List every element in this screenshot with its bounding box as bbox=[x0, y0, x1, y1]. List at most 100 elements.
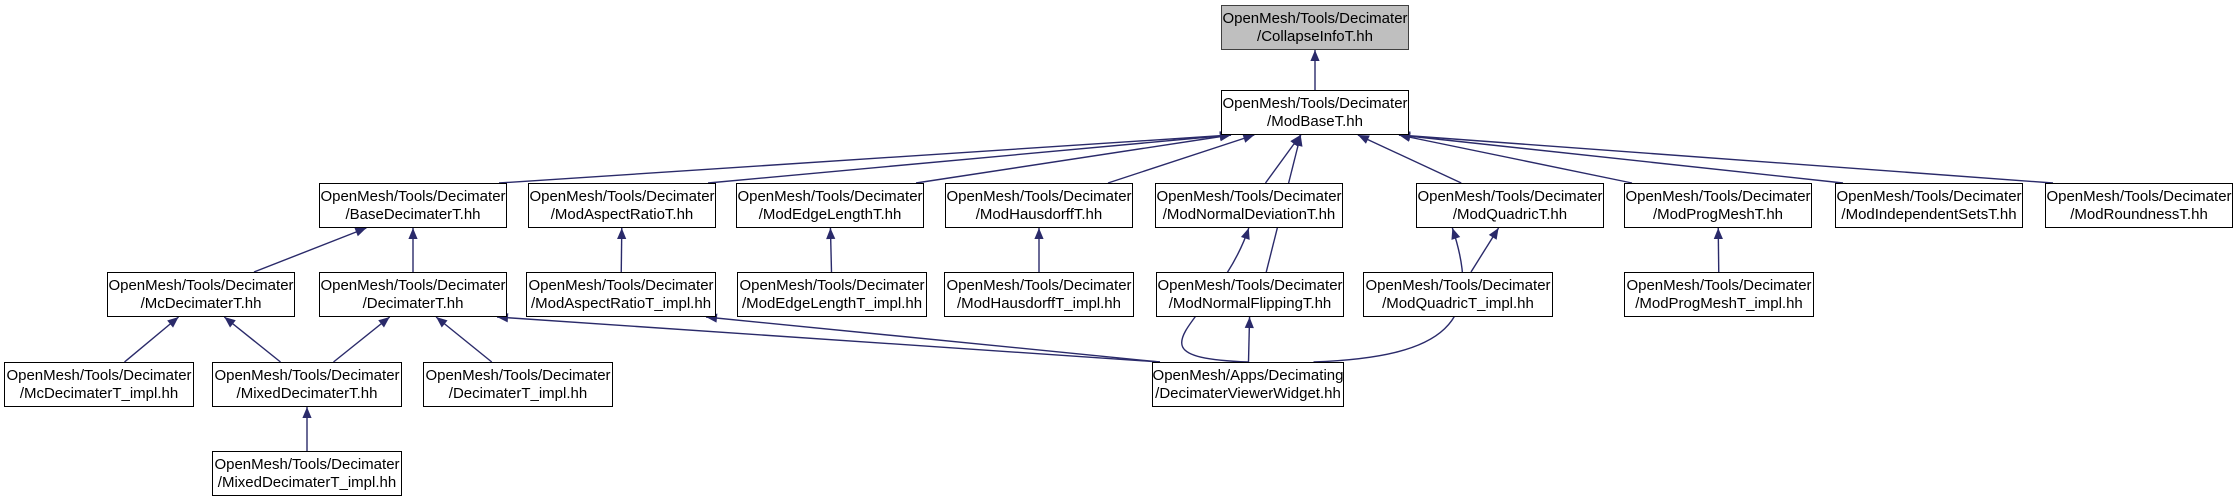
edge-arrowhead bbox=[1034, 228, 1044, 239]
edge-line bbox=[1398, 134, 1633, 184]
graph-node-mixeddecimatert[interactable]: OpenMesh/Tools/Decimater/MixedDecimaterT… bbox=[212, 362, 402, 407]
edge-modquadrict_impl-to-modquadrict bbox=[1470, 227, 1500, 273]
edge-modhausdorfft_impl-to-modhausdorfft bbox=[1034, 228, 1044, 272]
edge-line bbox=[1398, 134, 2054, 184]
graph-node-modhausdorfft[interactable]: OpenMesh/Tools/Decimater/ModHausdorffT.h… bbox=[945, 183, 1133, 228]
edge-arrowhead bbox=[436, 317, 448, 328]
graph-node-modaspectratiot[interactable]: OpenMesh/Tools/Decimater/ModAspectRatioT… bbox=[528, 183, 716, 228]
edge-modquadrict-to-modbaset bbox=[1357, 134, 1462, 184]
graph-node-modaspectratiot_impl[interactable]: OpenMesh/Tools/Decimater/ModAspectRatioT… bbox=[526, 272, 716, 317]
edge-line bbox=[223, 316, 281, 363]
node-label-line1: OpenMesh/Tools/Decimater bbox=[1365, 276, 1551, 294]
edge-arrowhead bbox=[1244, 317, 1254, 329]
edge-line bbox=[707, 134, 1232, 184]
edge-line bbox=[1357, 134, 1462, 184]
graph-node-modprogmesht[interactable]: OpenMesh/Tools/Decimater/ModProgMeshT.hh bbox=[1624, 183, 1812, 228]
edge-modedgelengtht_impl-to-modedgelengtht bbox=[826, 227, 836, 273]
graph-node-modedgelengtht_impl[interactable]: OpenMesh/Tools/Decimater/ModEdgeLengthT_… bbox=[737, 272, 927, 317]
node-label-line1: OpenMesh/Tools/Decimater bbox=[1156, 187, 1342, 205]
edge-modaspectratiot_impl-to-modaspectratiot bbox=[617, 227, 627, 273]
node-label-line2: /ModIndependentSetsT.hh bbox=[1841, 205, 2017, 223]
edge-line bbox=[333, 316, 391, 363]
node-label-line2: /ModRoundnessT.hh bbox=[2070, 205, 2208, 223]
edge-arrowhead bbox=[617, 228, 627, 240]
node-label-line1: OpenMesh/Tools/Decimater bbox=[1222, 94, 1408, 112]
node-label-line2: /DecimaterViewerWidget.hh bbox=[1155, 384, 1341, 402]
edge-arrowhead bbox=[354, 227, 367, 237]
edge-line bbox=[435, 316, 493, 363]
edge-line bbox=[496, 316, 1161, 363]
edge-line bbox=[253, 227, 367, 273]
edge-arrowhead bbox=[1310, 50, 1320, 61]
node-label-line2: /ModProgMeshT.hh bbox=[1652, 205, 1784, 223]
node-label-line2: /DecimaterT_impl.hh bbox=[448, 384, 588, 402]
edge-arrowhead bbox=[1451, 228, 1461, 240]
edge-modprogmesht-to-modbaset bbox=[1398, 132, 1633, 184]
graph-node-modnormalflippingt[interactable]: OpenMesh/Tools/Decimater/ModNormalFlippi… bbox=[1156, 272, 1344, 317]
edge-modprogmesht_impl-to-modprogmesht bbox=[1713, 227, 1723, 273]
edge-line bbox=[1264, 134, 1302, 184]
graph-node-basedecimatert[interactable]: OpenMesh/Tools/Decimater/BaseDecimaterT.… bbox=[319, 183, 507, 228]
edge-arrowhead bbox=[167, 317, 179, 328]
graph-node-modedgelengtht[interactable]: OpenMesh/Tools/Decimater/ModEdgeLengthT.… bbox=[736, 183, 924, 228]
node-label-line1: OpenMesh/Tools/Decimater bbox=[737, 187, 923, 205]
node-label-line2: /ModNormalDeviationT.hh bbox=[1162, 205, 1336, 223]
graph-node-modroundnesst[interactable]: OpenMesh/Tools/Decimater/ModRoundnessT.h… bbox=[2045, 183, 2233, 228]
edge-mcdecimatert-to-basedecimatert bbox=[253, 227, 367, 273]
edge-line bbox=[1247, 316, 1251, 363]
edge-line bbox=[915, 134, 1232, 184]
edge-arrowhead bbox=[408, 228, 418, 239]
edge-modedgelengtht-to-modbaset bbox=[915, 132, 1232, 184]
node-label-line1: OpenMesh/Tools/Decimater bbox=[320, 187, 506, 205]
edge-line bbox=[620, 227, 623, 273]
node-label-line1: OpenMesh/Tools/Decimater bbox=[946, 276, 1132, 294]
node-label-line1: OpenMesh/Apps/Decimating bbox=[1152, 366, 1344, 384]
edge-arrowhead bbox=[1242, 134, 1255, 143]
graph-node-modquadrict_impl[interactable]: OpenMesh/Tools/Decimater/ModQuadricT_imp… bbox=[1363, 272, 1553, 317]
graph-node-collapseinfot[interactable]: OpenMesh/Tools/Decimater/CollapseInfoT.h… bbox=[1221, 5, 1409, 50]
edge-modhausdorfft-to-modbaset bbox=[1107, 134, 1255, 184]
node-label-line1: OpenMesh/Tools/Decimater bbox=[946, 187, 1132, 205]
node-label-line2: /ModHausdorffT_impl.hh bbox=[957, 294, 1121, 312]
node-label-line1: OpenMesh/Tools/Decimater bbox=[425, 366, 611, 384]
edge-arrowhead bbox=[1240, 228, 1250, 240]
graph-node-decimatert_impl[interactable]: OpenMesh/Tools/Decimater/DecimaterT_impl… bbox=[423, 362, 613, 407]
graph-node-modprogmesht_impl[interactable]: OpenMesh/Tools/Decimater/ModProgMeshT_im… bbox=[1624, 272, 1814, 317]
node-label-line2: /ModQuadricT_impl.hh bbox=[1382, 294, 1534, 312]
edge-line bbox=[829, 227, 833, 273]
graph-node-modindependentsetst[interactable]: OpenMesh/Tools/Decimater/ModIndependentS… bbox=[1835, 183, 2023, 228]
graph-node-mcdecimatert[interactable]: OpenMesh/Tools/Decimater/McDecimaterT.hh bbox=[107, 272, 295, 317]
node-label-line2: /ModEdgeLengthT.hh bbox=[758, 205, 902, 223]
graph-node-decimaterviewerwidget[interactable]: OpenMesh/Apps/Decimating/DecimaterViewer… bbox=[1152, 362, 1344, 407]
edge-decimatert-to-basedecimatert bbox=[408, 228, 418, 272]
graph-node-mixeddecimatert_impl[interactable]: OpenMesh/Tools/Decimater/MixedDecimaterT… bbox=[212, 451, 402, 496]
graph-node-modhausdorfft_impl[interactable]: OpenMesh/Tools/Decimater/ModHausdorffT_i… bbox=[944, 272, 1134, 317]
edge-line bbox=[1107, 134, 1255, 184]
graph-node-decimatert[interactable]: OpenMesh/Tools/Decimater/DecimaterT.hh bbox=[319, 272, 507, 317]
edge-arrowhead bbox=[826, 228, 836, 240]
edge-line bbox=[1717, 227, 1720, 273]
edge-arrowhead bbox=[1488, 228, 1499, 240]
edge-line bbox=[1470, 227, 1500, 273]
edge-decimaterviewerwidget-to-modnormalflippingt bbox=[1244, 316, 1254, 363]
edge-modroundnesst-to-modbaset bbox=[1398, 131, 2054, 184]
node-label-line2: /ModQuadricT.hh bbox=[1452, 205, 1568, 223]
edge-decimatert_impl-to-decimatert bbox=[435, 316, 493, 363]
node-label-line2: /ModHausdorffT.hh bbox=[975, 205, 1103, 223]
graph-node-modquadrict[interactable]: OpenMesh/Tools/Decimater/ModQuadricT.hh bbox=[1416, 183, 1604, 228]
edge-line bbox=[498, 134, 1232, 184]
node-label-line2: /McDecimaterT_impl.hh bbox=[19, 384, 179, 402]
graph-node-mcdecimatert_impl[interactable]: OpenMesh/Tools/Decimater/McDecimaterT_im… bbox=[4, 362, 194, 407]
node-label-line1: OpenMesh/Tools/Decimater bbox=[1626, 276, 1812, 294]
edge-basedecimatert-to-modbaset bbox=[498, 131, 1232, 184]
node-label-line2: /ModProgMeshT_impl.hh bbox=[1635, 294, 1803, 312]
graph-node-modnormaldeviationt[interactable]: OpenMesh/Tools/Decimater/ModNormalDeviat… bbox=[1155, 183, 1343, 228]
node-label-line2: /ModBaseT.hh bbox=[1267, 112, 1363, 130]
node-label-line1: OpenMesh/Tools/Decimater bbox=[739, 276, 925, 294]
node-label-line1: OpenMesh/Tools/Decimater bbox=[1222, 9, 1408, 27]
node-label-line1: OpenMesh/Tools/Decimater bbox=[528, 276, 714, 294]
graph-node-modbaset[interactable]: OpenMesh/Tools/Decimater/ModBaseT.hh bbox=[1221, 90, 1409, 135]
node-label-line1: OpenMesh/Tools/Decimater bbox=[1836, 187, 2022, 205]
node-label-line1: OpenMesh/Tools/Decimater bbox=[529, 187, 715, 205]
